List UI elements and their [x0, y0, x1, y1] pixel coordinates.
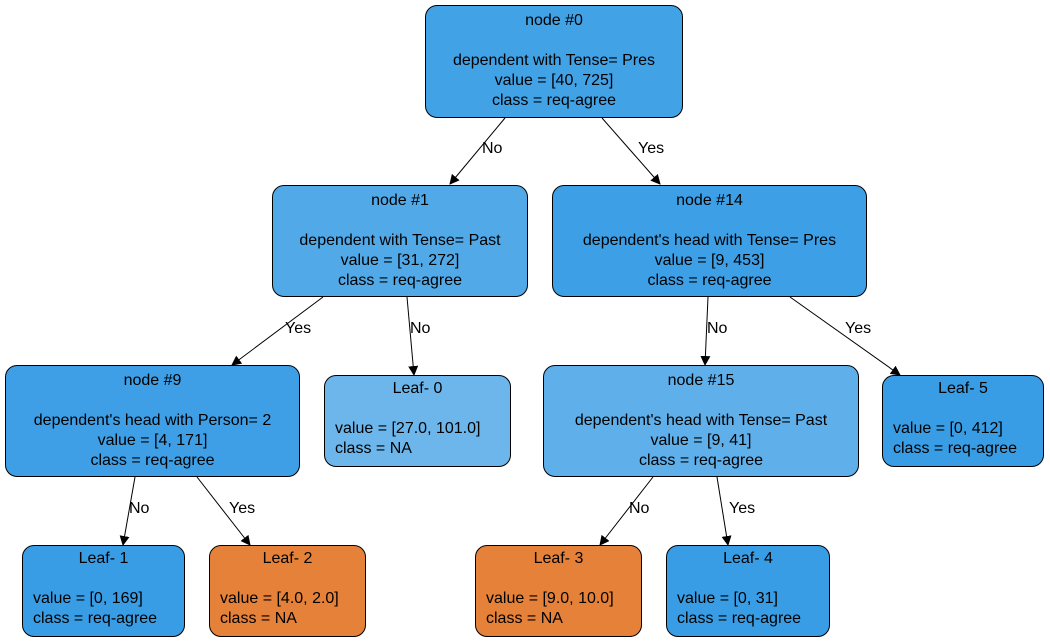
leaf-title: Leaf- 4 — [723, 550, 773, 567]
edge-label-node1-leaf0: No — [410, 320, 431, 337]
leaf-class: class = NA — [486, 610, 563, 627]
leaf-value: value = [27.0, 101.0] — [335, 420, 481, 437]
edge-node0-node14 — [601, 117, 661, 185]
leaf-class: class = req-agree — [677, 610, 802, 627]
node-split-test: dependent with Tense= Pres — [452, 52, 656, 69]
node-title: node #9 — [123, 372, 182, 389]
tree-leaf-5: Leaf- 5 value = [0, 412] class = req-agr… — [882, 375, 1044, 467]
node-split-test: dependent's head with Tense= Past — [574, 412, 828, 429]
tree-node-14: node #14 dependent's head with Tense= Pr… — [552, 185, 867, 297]
node-class: class = req-agree — [638, 452, 764, 469]
node-value: value = [40, 725] — [494, 72, 614, 89]
node-split-test: dependent's head with Tense= Pres — [582, 232, 837, 249]
edge-label-node0-node14: Yes — [638, 140, 665, 157]
leaf-class: class = req-agree — [33, 610, 158, 627]
leaf-value: value = [4.0, 2.0] — [220, 590, 339, 607]
node-class: class = req-agree — [647, 272, 772, 289]
edge-node9-leaf2 — [196, 476, 251, 546]
leaf-title: Leaf- 3 — [533, 550, 584, 567]
node-value: value = [9, 41] — [650, 432, 752, 449]
edge-node0-node1 — [449, 117, 506, 185]
edge-label-node1-node9: Yes — [285, 320, 312, 337]
leaf-title: Leaf- 1 — [78, 550, 129, 567]
leaf-class: class = req-agree — [893, 440, 1018, 457]
edge-node15-leaf4 — [716, 476, 732, 546]
tree-node-15: node #15 dependent's head with Tense= Pa… — [543, 365, 859, 477]
leaf-value: value = [0, 412] — [893, 420, 1003, 437]
tree-node-1: node #1 dependent with Tense= Past value… — [272, 185, 528, 297]
node-split-test: dependent with Tense= Past — [299, 232, 501, 249]
leaf-value: value = [9.0, 10.0] — [486, 590, 614, 607]
node-title: node #14 — [676, 192, 743, 209]
edge-label-node15-leaf3: No — [629, 500, 650, 517]
node-title: node #0 — [525, 12, 583, 29]
node-class: class = req-agree — [491, 92, 617, 109]
tree-leaf-4: Leaf- 4 value = [0, 31] class = req-agre… — [666, 545, 830, 637]
leaf-title: Leaf- 2 — [262, 550, 313, 567]
leaf-class: class = NA — [220, 610, 297, 627]
tree-leaf-3: Leaf- 3 value = [9.0, 10.0] class = NA — [475, 545, 642, 637]
edge-node14-node15 — [700, 296, 711, 366]
edge-label-node14-node15: No — [707, 320, 728, 337]
edge-node1-node9 — [231, 296, 324, 366]
tree-node-9: node #9 dependent's head with Person= 2 … — [5, 365, 300, 477]
leaf-title: Leaf- 0 — [392, 380, 443, 397]
edge-label-node14-leaf5: Yes — [845, 320, 872, 337]
edge-node14-leaf5 — [789, 296, 901, 376]
node-split-test: dependent's head with Person= 2 — [33, 412, 272, 429]
node-class: class = req-agree — [90, 452, 215, 469]
tree-node-0: node #0 dependent with Tense= Pres value… — [425, 5, 683, 118]
tree-leaf-0: Leaf- 0 value = [27.0, 101.0] class = NA — [324, 375, 511, 467]
leaf-value: value = [0, 169] — [33, 590, 143, 607]
tree-leaf-1: Leaf- 1 value = [0, 169] class = req-agr… — [22, 545, 185, 637]
edge-label-node9-leaf1: No — [129, 500, 150, 517]
node-value: value = [4, 171] — [97, 432, 208, 449]
leaf-class: class = NA — [335, 440, 412, 457]
tree-leaf-2: Leaf- 2 value = [4.0, 2.0] class = NA — [209, 545, 366, 637]
leaf-value: value = [0, 31] — [677, 590, 778, 607]
edge-node15-leaf3 — [599, 476, 654, 546]
edge-label-node15-leaf4: Yes — [729, 500, 756, 517]
node-title: node #1 — [371, 192, 429, 209]
node-title: node #15 — [667, 372, 735, 389]
node-value: value = [9, 453] — [654, 252, 765, 269]
node-value: value = [31, 272] — [340, 252, 460, 269]
edge-label-node9-leaf2: Yes — [229, 500, 256, 517]
node-class: class = req-agree — [337, 272, 463, 289]
leaf-title: Leaf- 5 — [938, 380, 988, 397]
edge-label-node0-node1: No — [482, 140, 503, 157]
edge-node1-leaf0 — [406, 296, 419, 376]
edge-node9-leaf1 — [119, 476, 136, 546]
